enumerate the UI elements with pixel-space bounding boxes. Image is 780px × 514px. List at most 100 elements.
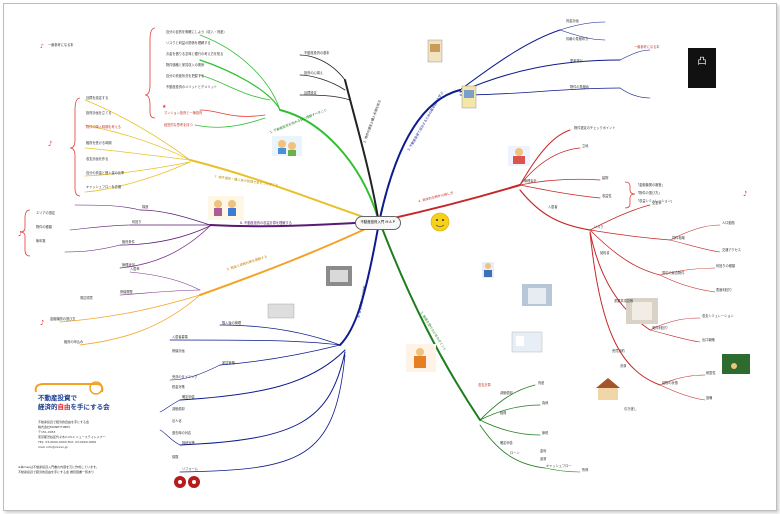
- topic-label[interactable]: ローン: [510, 451, 520, 455]
- topic-label[interactable]: 物件選定のチェックポイント: [574, 126, 616, 130]
- topic-label[interactable]: 人口動態: [722, 221, 735, 225]
- topic-label[interactable]: 修繕計画: [172, 349, 185, 353]
- topic-label[interactable]: 実質利回り: [652, 326, 668, 330]
- topic-label[interactable]: リフォーム: [182, 467, 198, 471]
- topic-label[interactable]: 業者選び: [570, 59, 583, 63]
- topic-label[interactable]: 構造: [142, 205, 149, 209]
- topic-label[interactable]: 融資を受ける時期: [86, 141, 112, 145]
- topic-label[interactable]: 節税: [542, 431, 549, 435]
- topic-label[interactable]: 決済: [620, 364, 627, 368]
- topic-label[interactable]: 融資の申込み: [64, 340, 84, 344]
- topic-label[interactable]: 負債: [542, 401, 549, 405]
- topic-label[interactable]: 法人化: [172, 419, 182, 423]
- topic-label[interactable]: 家賃管理: [222, 361, 235, 365]
- brand-contact-info: 不動産投資で経済的自由を手にする会 株式会社MONEYTIMES 〒151-00…: [38, 420, 106, 449]
- topic-label[interactable]: 情報の見極め方: [566, 37, 589, 41]
- branch-4-line: [384, 184, 521, 221]
- topic-label[interactable]: 経営的な思考を持つ: [164, 123, 193, 127]
- topic-label[interactable]: マンション投資と一棟投資: [164, 111, 203, 115]
- topic-label[interactable]: 利回り: [132, 220, 142, 224]
- topic-label[interactable]: 入居者: [548, 205, 558, 209]
- topic-label[interactable]: キャッシュフロー: [546, 464, 572, 468]
- topic-label[interactable]: 管理会社: [524, 179, 537, 183]
- topic-label[interactable]: 購入後の管理: [222, 321, 242, 325]
- topic-label[interactable]: 減価償却: [172, 407, 185, 411]
- topic-label[interactable]: 重要事項説明: [614, 299, 634, 303]
- topic-label[interactable]: 税金対策: [172, 385, 185, 389]
- topic-label[interactable]: 売買契約: [612, 349, 625, 353]
- topic-label[interactable]: 周辺の競合物件: [662, 271, 685, 275]
- topic-label[interactable]: 入居者募集: [172, 335, 188, 339]
- topic-label[interactable]: 表面利回り: [716, 288, 732, 292]
- topic-label[interactable]: 自分の資金と借入金の比率: [86, 171, 125, 175]
- photo-interior: [511, 331, 543, 353]
- branch-8-label[interactable]: 8. 不動産投資の収益計算を理解する: [240, 221, 292, 225]
- topic-label[interactable]: 資金計画: [566, 19, 579, 23]
- topic-label[interactable]: 目標設定: [304, 91, 317, 95]
- topic-label[interactable]: 「収益シミュレーション」: [636, 199, 675, 203]
- topic-label[interactable]: 不動産投資の基本: [304, 51, 330, 55]
- topic-label[interactable]: 立地: [582, 144, 589, 148]
- topic-label[interactable]: 物件の購入時期を考える: [86, 125, 121, 129]
- smiley-icon: [430, 212, 450, 232]
- topic-label[interactable]: 物件の見極め: [570, 85, 590, 89]
- topic-label[interactable]: 耐震性: [706, 371, 716, 375]
- topic-label[interactable]: 建物: [602, 176, 609, 180]
- topic-label[interactable]: キャッシュフローを意識: [86, 185, 122, 189]
- topic-label[interactable]: 築年数: [36, 239, 46, 243]
- topic-label[interactable]: 修繕履歴: [120, 290, 133, 294]
- topic-label[interactable]: 入居率: [130, 267, 140, 271]
- topic-label[interactable]: 利回りの種類: [716, 264, 736, 268]
- topic-label[interactable]: 収益性: [602, 194, 612, 198]
- topic-label[interactable]: 自分の資産状況を把握する: [166, 74, 205, 78]
- bracket-right: [624, 181, 636, 209]
- topic-label[interactable]: 相続対策: [182, 441, 195, 445]
- topic-label[interactable]: リスク: [594, 225, 604, 229]
- topic-label[interactable]: 設備: [706, 396, 713, 400]
- topic-label[interactable]: 「金融機関の審査」: [636, 183, 665, 187]
- central-topic[interactable]: 不動産投資入門 ＭＡＰ: [355, 216, 401, 230]
- topic-label[interactable]: 管理状況: [122, 263, 135, 267]
- topic-label[interactable]: 物件価格と家賃収入の関係: [166, 63, 205, 67]
- topic-label[interactable]: 一番参考になる本: [634, 45, 660, 49]
- topic-label[interactable]: お金を借りる意味と銀行の考え方を知る: [166, 52, 224, 56]
- note-icon: ★: [162, 104, 167, 110]
- topic-label[interactable]: 金融機関の選び方: [50, 317, 76, 321]
- photo-apartment-building-1: [522, 284, 552, 306]
- topic-label[interactable]: 「物件の選び方」: [636, 191, 662, 195]
- topic-label[interactable]: 投資計画を立てる: [86, 111, 112, 115]
- topic-label[interactable]: 物件の種類: [36, 225, 52, 229]
- topic-label[interactable]: 契約書: [600, 251, 610, 255]
- topic-label[interactable]: 収支計画を作る: [86, 157, 109, 161]
- topic-label[interactable]: 金利: [540, 449, 547, 453]
- topic-label[interactable]: エリアの選定: [36, 211, 56, 215]
- topic-label[interactable]: 周辺環境: [80, 296, 93, 300]
- topic-label[interactable]: 所得: [582, 468, 589, 472]
- topic-label[interactable]: 資産: [538, 381, 545, 385]
- topic-label[interactable]: 保険: [172, 455, 179, 459]
- topic-label[interactable]: 建物の状態: [662, 381, 678, 385]
- topic-label[interactable]: 自分の目的を明確にしよう（収入・資産）: [166, 30, 227, 34]
- topic-label[interactable]: 収支シミュレーション: [702, 314, 734, 318]
- topic-label[interactable]: 収支計算: [478, 383, 491, 387]
- topic-label[interactable]: 交通アクセス: [722, 248, 741, 252]
- photo-book-cover-2: [461, 85, 477, 109]
- topic-label[interactable]: 返済: [540, 457, 547, 461]
- topic-label[interactable]: 投資の心構え: [304, 71, 324, 75]
- topic-label[interactable]: 経費: [500, 411, 507, 415]
- topic-label[interactable]: 減価償却: [500, 391, 513, 395]
- topic-label[interactable]: 引き渡し: [624, 407, 637, 411]
- topic-label[interactable]: 確定申告: [182, 395, 195, 399]
- topic-label[interactable]: 退去時の対応: [172, 431, 192, 435]
- topic-label[interactable]: 空室率: [652, 201, 662, 205]
- topic-label[interactable]: 不動産投資のメリットとデメリット: [166, 85, 217, 89]
- topic-label[interactable]: 売却のタイミング: [172, 375, 198, 379]
- brand-logo-mark: [34, 381, 104, 395]
- topic-label[interactable]: 出口戦略: [702, 338, 715, 342]
- topic-label[interactable]: 目標を設定する: [86, 96, 109, 100]
- topic-label[interactable]: リスクと利益の関係を理解する: [166, 41, 211, 45]
- topic-label[interactable]: 確定申告: [500, 441, 513, 445]
- topic-label[interactable]: 融資条件: [122, 240, 135, 244]
- topic-label[interactable]: 賃料相場: [672, 236, 685, 240]
